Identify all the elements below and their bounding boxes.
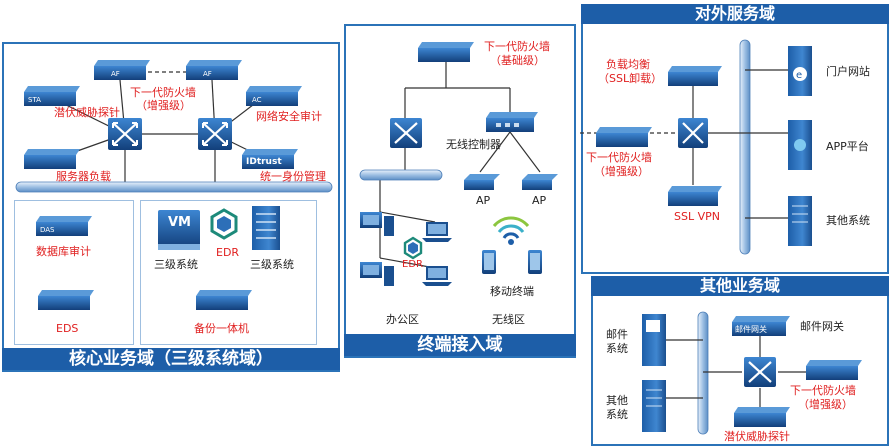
terminal-edr-icon xyxy=(403,236,423,260)
core-apt-label: 潜伏威胁探针 xyxy=(54,106,120,119)
terminal-bus xyxy=(359,169,443,181)
core-dbaudit-device xyxy=(36,216,92,236)
mobile-phone-icon-1 xyxy=(482,250,496,274)
terminal-ngfw-device xyxy=(418,42,474,62)
core-switch-right xyxy=(198,118,232,150)
core-idtrust-badge: IDtrust xyxy=(246,157,282,167)
other-ngfw-label: 下一代防火墙 xyxy=(790,384,856,397)
terminal-switch xyxy=(390,118,422,148)
other-system-server xyxy=(642,380,666,432)
external-other-server xyxy=(788,196,812,246)
terminal-wlc-device xyxy=(486,112,538,132)
core-eds-device xyxy=(38,290,94,310)
core-dbaudit-label: 数据库审计 xyxy=(36,245,91,258)
core-vm-device xyxy=(158,210,200,250)
core-audit-device xyxy=(246,86,302,106)
terminal-laptop1 xyxy=(422,222,452,242)
external-portal-label: 门户网站 xyxy=(826,65,870,78)
terminal-ap2-label: AP xyxy=(532,194,547,207)
core-ac-badge: AC xyxy=(252,96,262,104)
other-system-label-2: 系统 xyxy=(606,408,628,421)
core-sys1-label: 三级系统 xyxy=(154,258,198,271)
other-mail-label-1: 邮件 xyxy=(606,328,628,341)
terminal-ap2-device xyxy=(522,174,558,190)
core-ngfw-left-device xyxy=(94,60,150,80)
external-ngfw-sub: （增强级） xyxy=(594,165,649,178)
core-audit-label: 网络安全审计 xyxy=(256,110,322,123)
external-other-label: 其他系统 xyxy=(826,214,870,227)
terminal-pc1 xyxy=(360,212,394,236)
external-sslvpn-label: SSL VPN xyxy=(674,210,720,223)
other-links xyxy=(666,335,806,408)
core-ngfw-label: 下一代防火墙 xyxy=(130,86,196,99)
other-mail-label-2: 系统 xyxy=(606,342,628,355)
external-ngfw-label: 下一代防火墙 xyxy=(586,151,652,164)
terminal-office-label: 办公区 xyxy=(386,313,419,326)
other-apt-label: 潜伏威胁探针 xyxy=(724,430,790,443)
terminal-links xyxy=(369,58,541,269)
external-app-label: APP平台 xyxy=(826,140,869,153)
other-bus xyxy=(697,311,709,435)
other-system-label-1: 其他 xyxy=(606,394,628,407)
external-lb-sub: （SSL卸载） xyxy=(598,72,663,85)
core-sta-badge: STA xyxy=(28,96,41,104)
mobile-phone-icon-2 xyxy=(528,250,542,274)
external-sslvpn-device xyxy=(668,186,722,206)
core-server-rack xyxy=(252,206,280,250)
other-mailgw-device xyxy=(732,316,790,336)
core-edr-icon xyxy=(210,208,238,240)
terminal-ap1-label: AP xyxy=(476,194,491,207)
terminal-ngfw-label: 下一代防火墙 xyxy=(484,40,550,53)
other-switch xyxy=(744,357,776,387)
wifi-icon xyxy=(492,216,530,245)
terminal-edr-label: EDR xyxy=(402,259,423,270)
core-idm-device xyxy=(242,149,298,169)
other-mailgw-label: 邮件网关 xyxy=(800,320,844,333)
external-ngfw-device xyxy=(596,127,652,147)
other-mail-server xyxy=(642,314,666,366)
other-apt-device xyxy=(734,407,790,427)
external-lb-device xyxy=(668,66,722,86)
core-ngfw-right-device xyxy=(186,60,242,80)
core-switch-left xyxy=(108,118,142,150)
terminal-mobile-label: 移动终端 xyxy=(490,285,534,298)
core-apt-device xyxy=(24,86,80,106)
terminal-ap1-device xyxy=(464,174,500,190)
core-eds-label: EDS xyxy=(56,322,79,335)
core-zone-title: 核心业务域（三级系统域） xyxy=(2,348,340,370)
external-app-server xyxy=(788,120,812,170)
db-audit-subbox xyxy=(14,200,134,345)
other-zone-title: 其他业务域 xyxy=(591,276,889,296)
external-switch xyxy=(678,118,708,148)
core-backup-label: 备份一体机 xyxy=(194,322,249,335)
core-das-badge: DAS xyxy=(40,226,55,234)
core-backup-device xyxy=(196,290,252,310)
external-lb-label: 负载均衡 xyxy=(606,58,650,71)
core-idm-label: 统一身份管理 xyxy=(260,170,326,183)
external-zone-title: 对外服务域 xyxy=(581,4,889,24)
core-sys2-label: 三级系统 xyxy=(250,258,294,271)
terminal-zone-panel xyxy=(344,24,576,358)
terminal-ngfw-sub: （基础级） xyxy=(490,54,545,67)
core-bus xyxy=(15,181,333,193)
core-lb-label: 服务器负载 xyxy=(56,170,111,183)
core-ngfw-sub: （增强级） xyxy=(136,99,191,112)
core-vm-text: VM xyxy=(168,215,191,230)
other-ngfw-device xyxy=(806,360,862,380)
core-af-badge-left: AF xyxy=(111,70,120,78)
terminal-wlc-label: 无线控制器 xyxy=(446,138,501,151)
svg-text:e: e xyxy=(796,70,802,81)
terminal-wireless-label: 无线区 xyxy=(492,313,525,326)
core-lb-device xyxy=(24,149,80,169)
terminal-zone-title: 终端接入域 xyxy=(344,334,576,356)
terminal-pc2 xyxy=(360,262,394,286)
external-bus xyxy=(739,39,751,255)
core-edr-label: EDR xyxy=(216,246,240,259)
external-portal-server: e xyxy=(788,46,812,96)
other-ngfw-sub: （增强级） xyxy=(798,398,853,411)
other-mailgw-badge: 邮件网关 xyxy=(735,325,767,334)
core-af-badge-right: AF xyxy=(203,70,212,78)
terminal-laptop2 xyxy=(422,266,452,286)
